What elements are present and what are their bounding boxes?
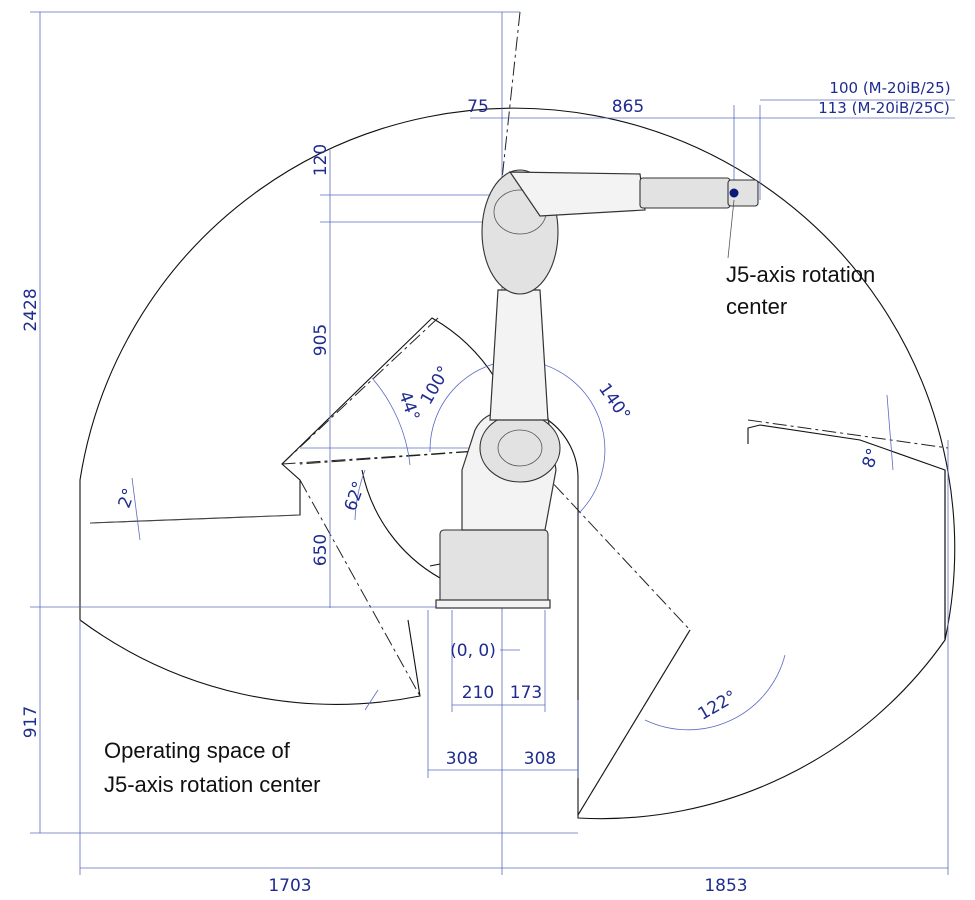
arc-2 [131, 477, 141, 541]
dimension-labels: 2428 917 1703 1853 75 865 120 905 650 21… [21, 79, 951, 896]
j2-joint [479, 413, 561, 483]
forearm [639, 177, 731, 209]
angle-62: 62° [341, 479, 370, 514]
inner-right-cavity [547, 419, 579, 700]
dim-308-right: 308 [524, 749, 556, 769]
robot-base [439, 529, 549, 609]
inner-mid-contour [361, 469, 441, 579]
operating-envelope [79, 107, 956, 820]
dim-1703: 1703 [268, 876, 311, 896]
j2-left-limit [281, 447, 521, 465]
dimension-lines [30, 11, 955, 875]
origin-label: (0, 0) [450, 641, 496, 661]
right-limit [747, 419, 949, 449]
op-note-line1: Operating space of [104, 738, 291, 763]
dim-173: 173 [510, 683, 542, 703]
annotations: J5-axis rotation center Operating space … [104, 262, 875, 797]
j5-center-marker [729, 188, 739, 198]
lower-arm [489, 289, 549, 421]
j5-note-line2: center [726, 294, 787, 319]
arc-8 [886, 394, 894, 471]
base-plate [435, 599, 551, 609]
ref-line-2deg [89, 514, 301, 524]
upper-arm [508, 171, 646, 217]
dim-1853: 1853 [704, 876, 747, 896]
dim-905: 905 [311, 324, 331, 356]
inner-left-contour [89, 317, 496, 524]
j3-down [299, 479, 421, 697]
op-note-line2: J5-axis rotation center [104, 772, 320, 797]
lower-right-diag [577, 629, 691, 816]
dim-917: 917 [21, 706, 41, 738]
flange-note-a: 100 (M-20iB/25) [829, 79, 950, 97]
angle-2: 2° [115, 486, 140, 511]
j2-lower-diag [519, 447, 691, 631]
angle-140: 140° [594, 380, 634, 425]
wrist [727, 179, 759, 207]
dim-120: 120 [311, 144, 331, 176]
dim-650: 650 [311, 534, 331, 566]
flange-note-b: 113 (M-20iB/25C) [818, 99, 950, 117]
arc-62 [354, 469, 366, 521]
j5-note-line1: J5-axis rotation [726, 262, 875, 287]
arc-44 [371, 377, 411, 466]
outer-arc-right [577, 470, 946, 820]
angle-100: 100° [417, 363, 455, 408]
outer-arc [79, 107, 956, 641]
arc-122 [644, 654, 786, 731]
angle-8: 8° [859, 446, 884, 471]
dim-210: 210 [462, 683, 494, 703]
dim-75: 75 [467, 97, 489, 117]
j2-left-diag [281, 317, 439, 465]
robot-body [435, 169, 759, 609]
dim-2428: 2428 [21, 288, 41, 331]
arc-140 [519, 359, 606, 515]
lower-left-arc [79, 619, 421, 705]
dim-865: 865 [612, 97, 644, 117]
dim-308-left: 308 [446, 749, 478, 769]
